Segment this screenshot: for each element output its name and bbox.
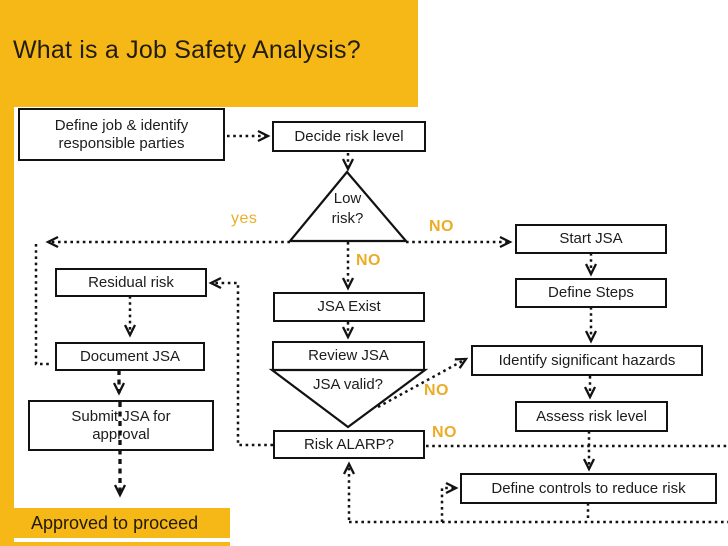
node-document-jsa: Document JSA — [55, 342, 205, 371]
decision-jsa-valid-text: JSA valid? — [312, 376, 384, 393]
node-define-steps-label: Define Steps — [548, 284, 634, 301]
node-submit-jsa-line2: approval — [92, 425, 150, 443]
node-decide-risk-label: Decide risk level — [294, 127, 404, 145]
node-review-jsa-label: Review JSA — [308, 347, 389, 364]
decision-low-risk-line1: Low — [333, 190, 362, 207]
approved-banner-label: Approved to proceed — [31, 512, 199, 533]
left-accent-strip — [0, 0, 14, 546]
node-identify-hazards-label: Identify significant hazards — [498, 351, 676, 369]
node-assess-risk-level: Assess risk level — [515, 401, 668, 432]
node-residual-risk: Residual risk — [55, 268, 207, 297]
node-define-job-line1: Define job & identify — [54, 116, 189, 134]
branch-label-no-to-jsa-exist: NO — [356, 252, 381, 269]
node-define-controls-label: Define controls to reduce risk — [491, 479, 686, 497]
node-document-jsa-label: Document JSA — [79, 347, 181, 365]
approved-banner: Approved to proceed — [14, 508, 230, 538]
node-start-jsa: Start JSA — [515, 224, 667, 254]
node-assess-risk-label: Assess risk level — [536, 407, 647, 425]
node-jsa-exist: JSA Exist — [273, 292, 425, 322]
node-define-job: Define job & identify responsible partie… — [18, 108, 225, 161]
node-residual-risk-label: Residual risk — [88, 273, 174, 291]
branch-label-no-risk-alarp: NO — [432, 424, 457, 441]
node-risk-alarp-label: Risk ALARP? — [303, 435, 395, 453]
branch-label-no-jsa-valid: NO — [424, 382, 449, 399]
node-identify-significant-hazards: Identify significant hazards — [471, 345, 703, 376]
title-banner — [0, 0, 418, 107]
node-decide-risk-level: Decide risk level — [272, 121, 426, 152]
node-define-controls: Define controls to reduce risk — [460, 473, 717, 504]
branch-label-yes: yes — [231, 210, 258, 227]
connector-yes-to-document — [34, 244, 52, 366]
node-define-job-line2: responsible parties — [58, 134, 185, 152]
decision-low-risk-line2: risk? — [331, 209, 364, 227]
decision-jsa-valid-label: JSA valid? — [295, 375, 401, 395]
node-review-jsa: Review JSA — [272, 341, 425, 371]
node-risk-alarp: Risk ALARP? — [273, 430, 425, 459]
node-submit-jsa-line1: Submit JSA for — [71, 407, 171, 425]
node-start-jsa-label: Start JSA — [559, 230, 623, 247]
node-define-steps: Define Steps — [515, 278, 667, 308]
node-submit-jsa-approval: Submit JSA for approval — [28, 400, 214, 451]
node-jsa-exist-label: JSA Exist — [317, 298, 381, 315]
decision-low-risk-label: Low risk? — [300, 189, 395, 228]
bottom-accent-strip — [0, 542, 230, 546]
connector-return-to-controls — [440, 481, 459, 522]
branch-label-no-to-start-jsa: NO — [429, 218, 454, 235]
slide-title: What is a Job Safety Analysis? — [13, 36, 361, 64]
connector-alarp-yes-residual — [208, 276, 273, 447]
